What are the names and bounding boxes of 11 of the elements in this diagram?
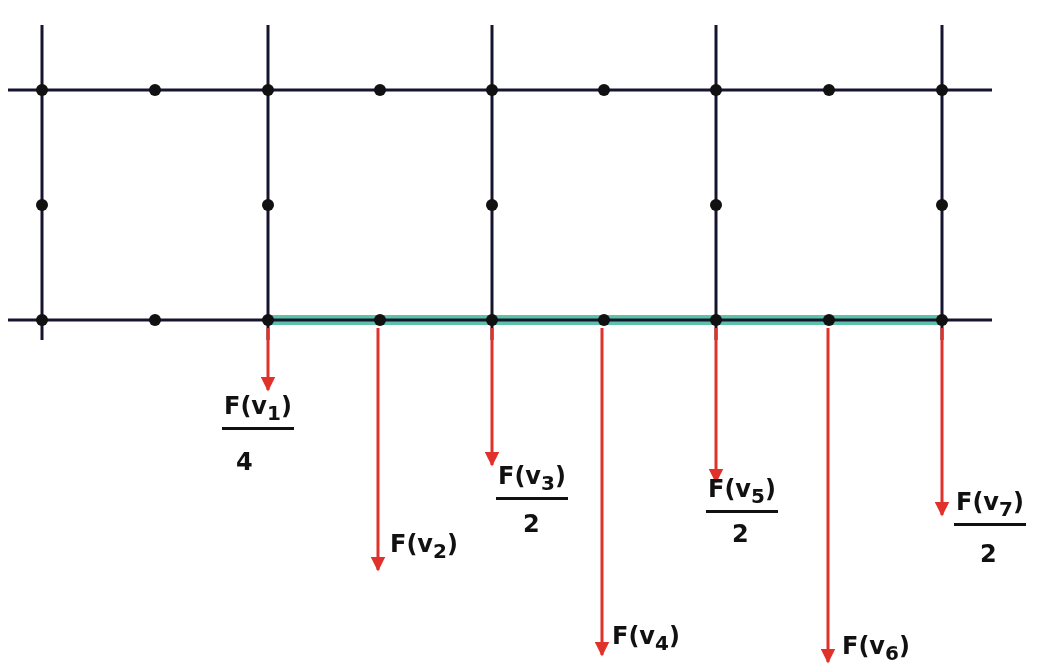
force-label: 2 <box>732 520 749 548</box>
force-label: F(v$_{2}$) <box>390 530 458 565</box>
force-label: 2 <box>980 540 997 568</box>
force-label: 4 <box>236 448 253 476</box>
force-label: 2 <box>523 510 540 538</box>
force-label: F(v$_{4}$) <box>612 622 680 657</box>
force-label-numerator: F(v$_{3}$) <box>496 462 568 500</box>
force-label-numerator: F(v$_{1}$) <box>222 392 294 430</box>
force-label: F(v$_{6}$) <box>842 632 910 667</box>
force-label-numerator: F(v$_{7}$) <box>954 488 1026 526</box>
force-label-numerator: F(v$_{5}$) <box>706 475 778 513</box>
